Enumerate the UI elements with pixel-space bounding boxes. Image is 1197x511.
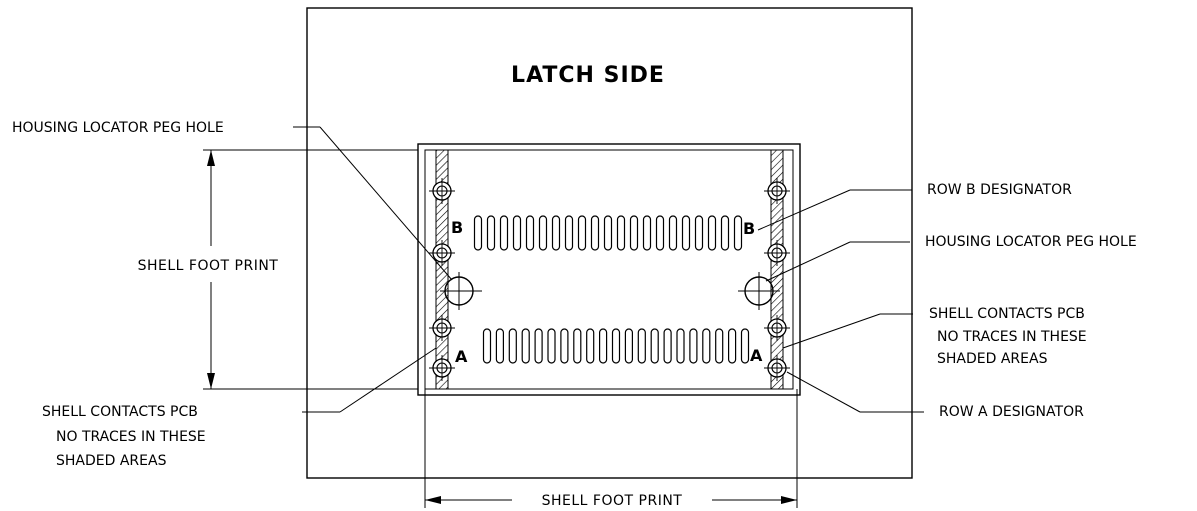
row-a-slot-2 — [495, 328, 504, 364]
svg-text:SHADED AREAS: SHADED AREAS — [56, 453, 167, 469]
row-a-slot-18 — [702, 328, 711, 364]
row-a-slot-6 — [547, 328, 556, 364]
shell-outline-outer — [417, 143, 801, 396]
via-left-4 — [429, 355, 455, 381]
row-a-slot-17 — [689, 328, 698, 364]
row-b-slot-3 — [499, 215, 509, 251]
row-a-slot-5 — [534, 328, 543, 364]
row-a-slot-13 — [637, 328, 646, 364]
peg-hole-left — [440, 272, 482, 310]
row-b-slot-19 — [707, 215, 717, 251]
row-b-slot-13 — [629, 215, 639, 251]
designator-a-left: A — [455, 347, 468, 366]
svg-text:SHELL CONTACTS PCB: SHELL CONTACTS PCB — [42, 404, 198, 420]
row-b-contact-slots — [473, 215, 743, 251]
label-shell-contacts-right: SHELL CONTACTS PCB NO TRACES IN THESE SH… — [929, 306, 1087, 367]
row-a-slot-21 — [740, 328, 750, 364]
row-b-slot-20 — [720, 215, 730, 251]
via-left-3 — [429, 315, 455, 341]
row-b-slot-1 — [473, 215, 483, 251]
row-a-slot-8 — [573, 328, 582, 364]
svg-text:SHELL CONTACTS PCB: SHELL CONTACTS PCB — [929, 306, 1085, 322]
via-holes-left — [429, 178, 455, 381]
svg-text:NO TRACES IN THESE: NO TRACES IN THESE — [56, 429, 206, 445]
row-a-slot-3 — [508, 328, 517, 364]
row-a-slot-16 — [676, 328, 685, 364]
row-a-slot-14 — [650, 328, 659, 364]
designator-a-right: A — [750, 346, 763, 365]
row-b-slot-17 — [681, 215, 691, 251]
row-a-slot-1 — [482, 328, 492, 364]
row-b-slot-4 — [512, 215, 522, 251]
board-outline — [306, 7, 913, 479]
row-a-contact-slots — [482, 328, 750, 364]
row-b-slot-10 — [590, 215, 600, 251]
row-b-slot-12 — [616, 215, 626, 251]
via-right-3 — [764, 315, 790, 341]
row-b-slot-16 — [668, 215, 678, 251]
row-a-slot-12 — [624, 328, 634, 364]
dimension-vertical: SHELL FOOT PRINT — [138, 149, 418, 390]
label-row-b: ROW B DESIGNATOR — [927, 182, 1072, 198]
row-b-slot-14 — [642, 215, 652, 251]
row-b-slot-11 — [603, 215, 613, 251]
via-right-1 — [764, 178, 790, 204]
label-shell-footprint-vertical: SHELL FOOT PRINT — [138, 258, 279, 274]
row-b-slot-6 — [538, 215, 548, 251]
row-a-slot-10 — [598, 328, 608, 364]
via-holes-right — [764, 178, 790, 381]
row-a-slot-7 — [560, 328, 569, 364]
via-right-4 — [764, 355, 790, 381]
row-b-slot-7 — [551, 215, 561, 251]
row-b-slot-5 — [525, 215, 535, 251]
latch-side-title: LATCH SIDE — [511, 63, 665, 88]
designator-b-right: B — [743, 219, 755, 238]
row-a-slot-19 — [715, 328, 724, 364]
row-a-slot-11 — [611, 328, 621, 364]
shell-outline-inner — [424, 149, 794, 390]
svg-text:SHADED AREAS: SHADED AREAS — [937, 351, 1048, 367]
row-b-slot-21 — [733, 215, 743, 251]
row-b-slot-2 — [486, 215, 496, 251]
peg-hole-right — [738, 272, 780, 310]
label-shell-footprint-horizontal: SHELL FOOT PRINT — [542, 493, 683, 509]
via-left-1 — [429, 178, 455, 204]
via-right-2 — [764, 240, 790, 266]
via-left-2 — [429, 240, 455, 266]
label-housing-peg-left: HOUSING LOCATOR PEG HOLE — [12, 120, 224, 136]
label-shell-contacts-left: SHELL CONTACTS PCB NO TRACES IN THESE SH… — [42, 404, 206, 469]
dimension-horizontal: SHELL FOOT PRINT — [424, 389, 798, 509]
designator-b-left: B — [451, 218, 463, 237]
row-a-slot-15 — [663, 328, 672, 364]
row-a-slot-4 — [521, 328, 530, 364]
row-a-slot-20 — [727, 328, 737, 364]
row-b-slot-15 — [655, 215, 665, 251]
label-housing-peg-right: HOUSING LOCATOR PEG HOLE — [925, 234, 1137, 250]
label-row-a: ROW A DESIGNATOR — [939, 404, 1084, 420]
row-a-slot-9 — [586, 328, 595, 364]
svg-text:NO TRACES IN THESE: NO TRACES IN THESE — [937, 329, 1087, 345]
row-b-slot-18 — [694, 215, 704, 251]
row-b-slot-9 — [577, 215, 587, 251]
row-b-slot-8 — [564, 215, 574, 251]
